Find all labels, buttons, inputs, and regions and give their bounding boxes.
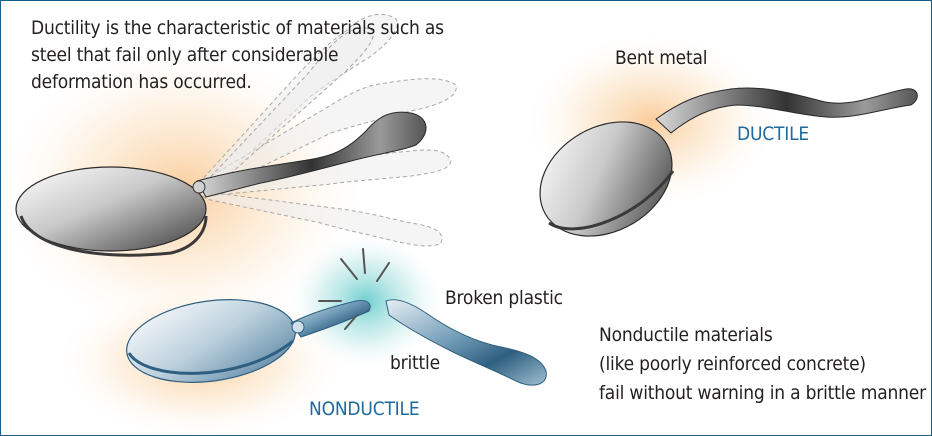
nonductile-description: Nonductile materials (like poorly reinfo… xyxy=(599,321,929,408)
intro-line: deformation has occurred. xyxy=(31,69,451,96)
brittle-label: brittle xyxy=(390,352,440,374)
nonductile-description-line: fail without warning in a brittle manner xyxy=(599,379,929,408)
nonductile-description-line: Nonductile materials xyxy=(599,321,929,350)
intro-line: Ductility is the characteristic of mater… xyxy=(31,15,451,42)
intro-text: Ductility is the characteristic of mater… xyxy=(31,15,451,96)
intro-line: steel that fail only after considerable xyxy=(31,42,451,69)
ductile-label: DUCTILE xyxy=(737,123,809,145)
nonductile-label: NONDUCTILE xyxy=(309,398,419,420)
broken-plastic-caption: Broken plastic xyxy=(445,287,563,309)
nonductile-description-line: (like poorly reinforced concrete) xyxy=(599,350,929,379)
bent-metal-caption: Bent metal xyxy=(615,47,707,69)
